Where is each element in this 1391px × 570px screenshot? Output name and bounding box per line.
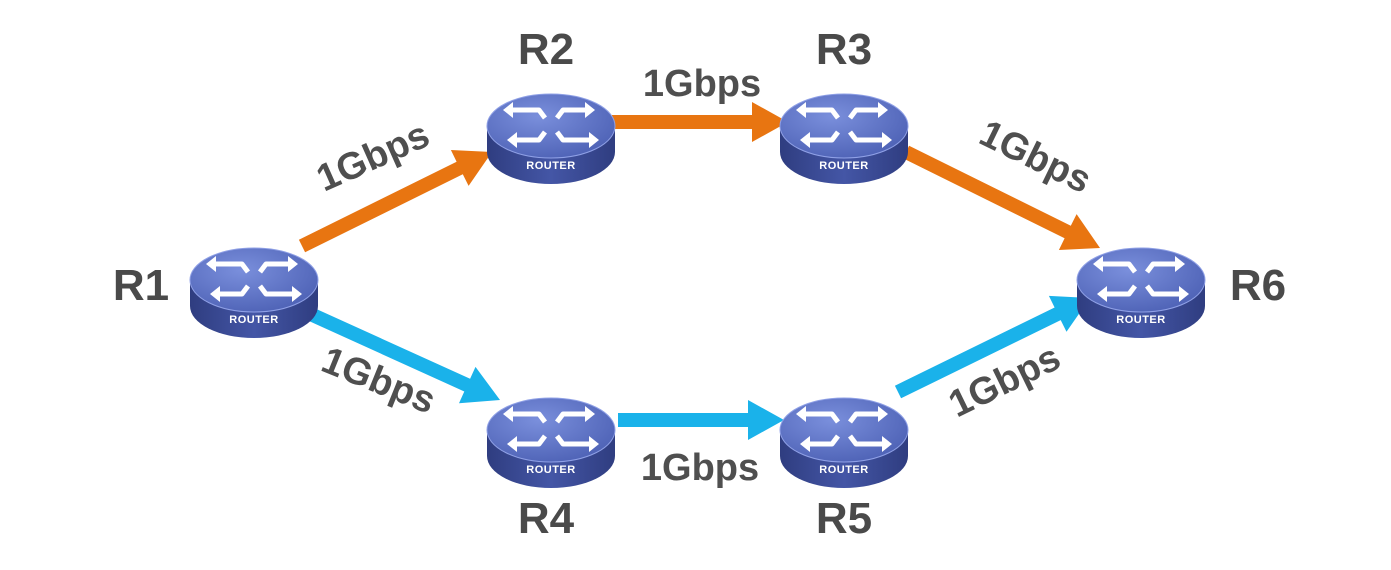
router-name-r1: R1 bbox=[113, 261, 169, 310]
router-r4[interactable]: ROUTER bbox=[486, 397, 616, 488]
router-caption: ROUTER bbox=[1116, 314, 1165, 326]
router-name-r2: R2 bbox=[518, 25, 574, 74]
router-name-r5: R5 bbox=[816, 494, 872, 543]
link-arrow-r1-r2 bbox=[298, 150, 492, 253]
link-arrow-r4-r5 bbox=[618, 400, 784, 440]
link-arrow-r5-r6 bbox=[894, 295, 1090, 399]
router-top bbox=[1076, 247, 1206, 313]
link-arrow-r2-r3 bbox=[612, 102, 788, 142]
router-r1[interactable]: ROUTER bbox=[189, 247, 319, 338]
router-names-layer: R1 R2 R3 R4 R5 R6 bbox=[113, 25, 1286, 543]
router-top bbox=[189, 247, 319, 313]
links-layer bbox=[298, 102, 1100, 440]
router-caption: ROUTER bbox=[229, 314, 278, 326]
router-caption: ROUTER bbox=[526, 160, 575, 172]
router-r5[interactable]: ROUTER bbox=[779, 397, 909, 488]
router-arrows-icon bbox=[1093, 256, 1189, 302]
router-arrows-icon bbox=[503, 406, 599, 452]
router-arrows-icon bbox=[796, 406, 892, 452]
routers-layer: ROUTER ROUTER ROUTER ROUTER ROUTER ROUTER bbox=[189, 93, 1206, 488]
router-arrows-icon bbox=[796, 102, 892, 148]
router-caption: ROUTER bbox=[526, 464, 575, 476]
router-caption: ROUTER bbox=[819, 464, 868, 476]
link-label-r4-r5: 1Gbps bbox=[641, 447, 759, 489]
router-top bbox=[486, 397, 616, 463]
link-arrow-r1-r4 bbox=[303, 305, 500, 404]
router-top bbox=[779, 397, 909, 463]
router-r2[interactable]: ROUTER bbox=[486, 93, 616, 184]
router-arrows-icon bbox=[503, 102, 599, 148]
router-name-r4: R4 bbox=[518, 494, 575, 543]
router-r3[interactable]: ROUTER bbox=[779, 93, 909, 184]
router-arrows-icon bbox=[206, 256, 302, 302]
router-top bbox=[779, 93, 909, 159]
link-arrow-r3-r6 bbox=[902, 145, 1100, 250]
router-r6[interactable]: ROUTER bbox=[1076, 247, 1206, 338]
router-name-r3: R3 bbox=[816, 25, 872, 74]
link-label-r2-r3: 1Gbps bbox=[643, 63, 761, 105]
router-top bbox=[486, 93, 616, 159]
link-label-r5-r6: 1Gbps bbox=[942, 336, 1067, 426]
router-name-r6: R6 bbox=[1230, 261, 1286, 310]
router-caption: ROUTER bbox=[819, 160, 868, 172]
